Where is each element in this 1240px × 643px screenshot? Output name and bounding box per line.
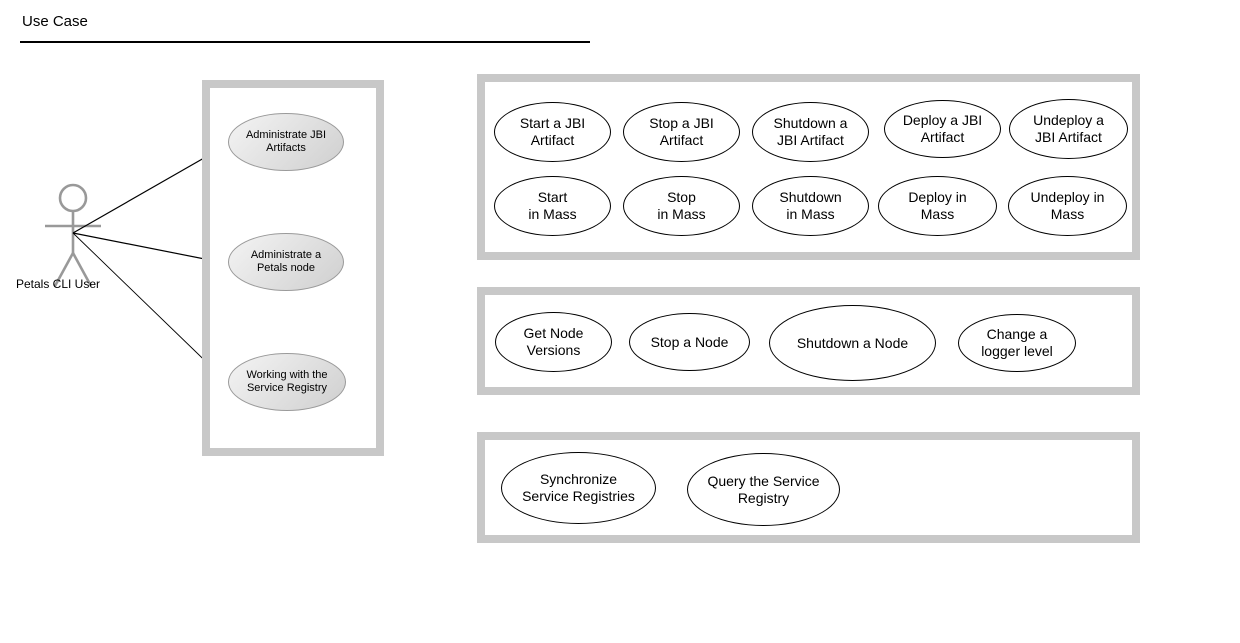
use-case-line2: Petals node <box>256 262 316 274</box>
use-case-synchronize-service-registries[interactable]: Synchronize Service Registries <box>501 452 656 524</box>
use-case-line1: Administrate JBI <box>245 129 327 142</box>
use-case-change-a-logger-level[interactable]: Change a logger level <box>958 314 1076 372</box>
use-case-start-a-jbi-artifact[interactable]: Start a JBI Artifact <box>494 102 611 162</box>
use-case-line1: Stop a JBI <box>649 115 714 132</box>
use-case-line1: Query the Service <box>707 472 820 489</box>
page-title: Use Case <box>22 13 88 30</box>
use-case-stop-in-mass[interactable]: Stop in Mass <box>623 176 740 236</box>
use-case-line1: Undeploy in <box>1030 189 1105 206</box>
use-case-line2: Artifact <box>659 132 704 148</box>
use-case-line2: Mass <box>1050 206 1085 222</box>
use-case-line2: Artifact <box>920 129 965 145</box>
use-case-stop-a-jbi-artifact[interactable]: Stop a JBI Artifact <box>623 102 740 162</box>
use-case-line1: Deploy in <box>908 189 967 206</box>
use-case-line1: Shutdown a Node <box>796 334 909 351</box>
use-case-line2: Service Registry <box>246 382 328 394</box>
use-case-line2: Mass <box>920 206 955 222</box>
use-case-line2: Artifact <box>530 132 575 148</box>
use-case-line1: Stop <box>667 189 696 206</box>
use-case-deploy-a-jbi-artifact[interactable]: Deploy a JBI Artifact <box>884 100 1001 158</box>
use-case-administrate-jbi-artifacts[interactable]: Administrate JBI Artifacts <box>228 113 344 171</box>
use-case-line1: Shutdown <box>779 189 842 206</box>
use-case-line2: JBI Artifact <box>777 132 844 148</box>
use-case-line1: Stop a Node <box>650 333 729 350</box>
use-case-shutdown-a-node[interactable]: Shutdown a Node <box>769 305 936 381</box>
use-case-line1: Deploy a JBI <box>902 112 983 129</box>
use-case-line2: Service Registries <box>522 488 635 504</box>
use-case-get-node-versions[interactable]: Get Node Versions <box>495 312 612 372</box>
use-case-line1: Administrate a <box>250 249 322 262</box>
use-case-undeploy-a-jbi-artifact[interactable]: Undeploy a JBI Artifact <box>1009 99 1128 159</box>
use-case-line1: Shutdown a <box>773 115 848 132</box>
use-case-line2: in Mass <box>657 206 706 222</box>
use-case-line1: Start <box>537 189 568 206</box>
use-case-line1: Change a <box>986 326 1048 343</box>
use-case-line1: Synchronize <box>539 471 618 488</box>
use-case-line2: Versions <box>526 342 581 358</box>
use-case-line1: Undeploy a <box>1033 112 1104 129</box>
stick-figure-actor-icon <box>30 182 116 292</box>
use-case-query-the-service-registry[interactable]: Query the Service Registry <box>687 453 840 526</box>
use-case-line1: Start a JBI <box>519 115 586 132</box>
use-case-undeploy-in-mass[interactable]: Undeploy in Mass <box>1008 176 1127 236</box>
use-case-administrate-a-petals-node[interactable]: Administrate a Petals node <box>228 233 344 291</box>
use-case-deploy-in-mass[interactable]: Deploy in Mass <box>878 176 997 236</box>
use-case-line2: Registry <box>737 489 790 506</box>
use-case-line2: logger level <box>981 343 1053 359</box>
use-case-line2: in Mass <box>528 206 577 222</box>
use-case-line2: Artifacts <box>266 142 306 154</box>
use-case-line1: Working with the <box>246 369 328 382</box>
use-case-line2: in Mass <box>786 206 835 222</box>
use-case-working-with-the-service-registry[interactable]: Working with the Service Registry <box>228 353 346 411</box>
use-case-start-in-mass[interactable]: Start in Mass <box>494 176 611 236</box>
actor-label: Petals CLI User <box>15 277 101 291</box>
use-case-line1: Get Node <box>523 325 584 342</box>
use-case-line2: JBI Artifact <box>1035 129 1102 145</box>
use-case-shutdown-a-jbi-artifact[interactable]: Shutdown a JBI Artifact <box>752 102 869 162</box>
use-case-stop-a-node[interactable]: Stop a Node <box>629 313 750 371</box>
title-divider <box>20 41 590 43</box>
use-case-shutdown-in-mass[interactable]: Shutdown in Mass <box>752 176 869 236</box>
